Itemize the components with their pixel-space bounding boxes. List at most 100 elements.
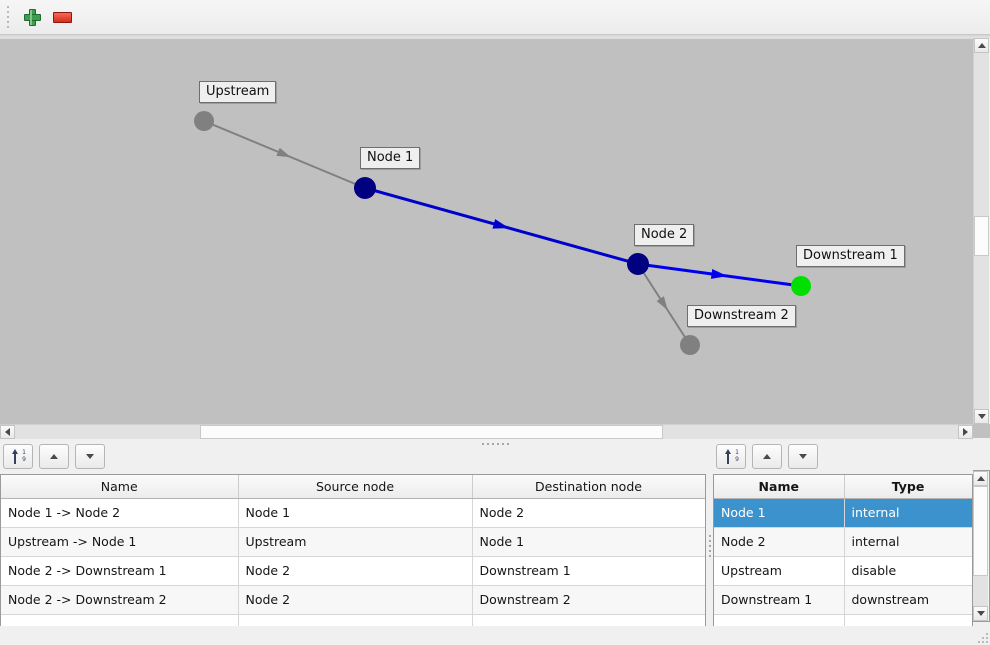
splitter-grip-vertical (708, 535, 711, 557)
triangle-down-icon (86, 453, 94, 459)
canvas-vertical-scrollbar[interactable] (973, 38, 990, 424)
edges-table-empty-cell (1, 614, 239, 628)
vertical-splitter[interactable] (706, 470, 713, 622)
node-label-node1[interactable]: Node 1 (360, 147, 421, 169)
add-button[interactable] (17, 3, 47, 31)
edge-arrowhead-node1-node2 (492, 219, 510, 229)
horizontal-splitter[interactable] (0, 440, 990, 448)
edges-table-cell[interactable]: Node 2 -> Downstream 1 (1, 556, 239, 586)
nodes-table-cell[interactable]: Upstream (714, 556, 845, 586)
nodes-table-empty-cell (714, 614, 845, 628)
splitter-grip (481, 443, 509, 445)
node-label-upstream[interactable]: Upstream (199, 81, 277, 103)
chevron-right-icon (963, 428, 968, 436)
nodes-scroll-track[interactable] (973, 576, 988, 606)
scroll-down-button[interactable] (974, 409, 989, 424)
scroll-left-button[interactable] (0, 425, 15, 439)
nodes-table-scrollbar[interactable] (973, 470, 990, 622)
scroll-track-right[interactable] (663, 425, 958, 439)
edges-table-cell[interactable]: Upstream (238, 527, 473, 557)
edges-table-cell[interactable]: Node 1 (238, 498, 473, 528)
nodes-table-cell[interactable]: downstream (844, 585, 972, 615)
nodes-table-cell[interactable]: Downstream 1 (714, 585, 845, 615)
remove-button[interactable] (47, 3, 77, 31)
graph-node-node2[interactable] (627, 253, 649, 275)
edges-table-cell[interactable]: Node 1 -> Node 2 (1, 498, 239, 528)
node-label-downstream2[interactable]: Downstream 2 (687, 305, 796, 327)
edge-arrowhead-node2-downstream2 (656, 296, 668, 311)
edges-move-up-button[interactable] (39, 443, 69, 469)
edge-arrowhead-node2-downstream1 (710, 269, 728, 279)
chevron-up-icon (976, 476, 985, 481)
scroll-track-left[interactable] (15, 425, 200, 439)
scroll-right-button[interactable] (958, 425, 973, 439)
edges-table-cell[interactable]: Downstream 2 (472, 585, 705, 615)
edges-table-column-header[interactable]: Name (1, 475, 239, 499)
edges-table-cell[interactable]: Node 2 (472, 498, 705, 528)
nodes-table-column-header[interactable]: Type (844, 475, 972, 499)
nodes-scroll-up-button[interactable] (973, 471, 988, 486)
nodes-table-cell[interactable]: internal (844, 498, 972, 528)
scroll-track-lower[interactable] (974, 256, 989, 409)
toolbar-separator (0, 34, 990, 39)
edges-table-cell[interactable]: Node 1 (472, 527, 705, 557)
edges-table-column-header[interactable]: Destination node (472, 475, 705, 499)
graph-node-downstream2[interactable] (680, 335, 700, 355)
edges-table-cell[interactable]: Node 2 -> Downstream 2 (1, 585, 239, 615)
plus-icon (23, 8, 41, 26)
edges-table-column-header[interactable]: Source node (238, 475, 473, 499)
edges-table-empty-cell (238, 614, 473, 628)
edges-table-cell[interactable]: Downstream 1 (472, 556, 705, 586)
graph-node-downstream1[interactable] (791, 276, 811, 296)
graph-node-upstream[interactable] (194, 111, 214, 131)
nodes-table-cell[interactable]: internal (844, 527, 972, 557)
edges-move-down-button[interactable] (75, 443, 105, 469)
nodes-table-empty-cell (844, 614, 972, 628)
nodes-table-cell[interactable]: disable (844, 556, 972, 586)
nodes-move-up-button[interactable] (752, 443, 782, 469)
node-label-downstream1[interactable]: Downstream 1 (796, 245, 905, 267)
scroll-track-upper[interactable] (974, 53, 989, 216)
scroll-up-button[interactable] (974, 38, 989, 53)
toolbar-grip[interactable] (3, 6, 13, 28)
node-label-node2[interactable]: Node 2 (634, 224, 695, 246)
scroll-thumb-horizontal[interactable] (200, 425, 663, 439)
nodes-table-cell[interactable]: Node 2 (714, 527, 845, 557)
resize-grip-icon[interactable] (978, 633, 988, 643)
edges-table-cell[interactable]: Upstream -> Node 1 (1, 527, 239, 557)
nodes-move-down-button[interactable] (788, 443, 818, 469)
edges-table-cell[interactable]: Node 2 (238, 556, 473, 586)
canvas-horizontal-scrollbar[interactable] (0, 424, 973, 439)
graph-node-node1[interactable] (354, 177, 376, 199)
nodes-scroll-down-button[interactable] (973, 606, 988, 621)
edges-table-cell[interactable]: Node 2 (238, 585, 473, 615)
nodes-table-column-header[interactable]: Name (714, 475, 845, 499)
nodes-scroll-thumb[interactable] (973, 486, 988, 576)
scroll-thumb-vertical[interactable] (974, 216, 989, 256)
edge-arrowhead-upstream-node1 (276, 147, 291, 158)
nodes-table-cell[interactable]: Node 1 (714, 498, 845, 528)
status-bar (0, 626, 990, 645)
graph-svg (194, 111, 811, 355)
nodes-table-empty-row (714, 614, 972, 628)
